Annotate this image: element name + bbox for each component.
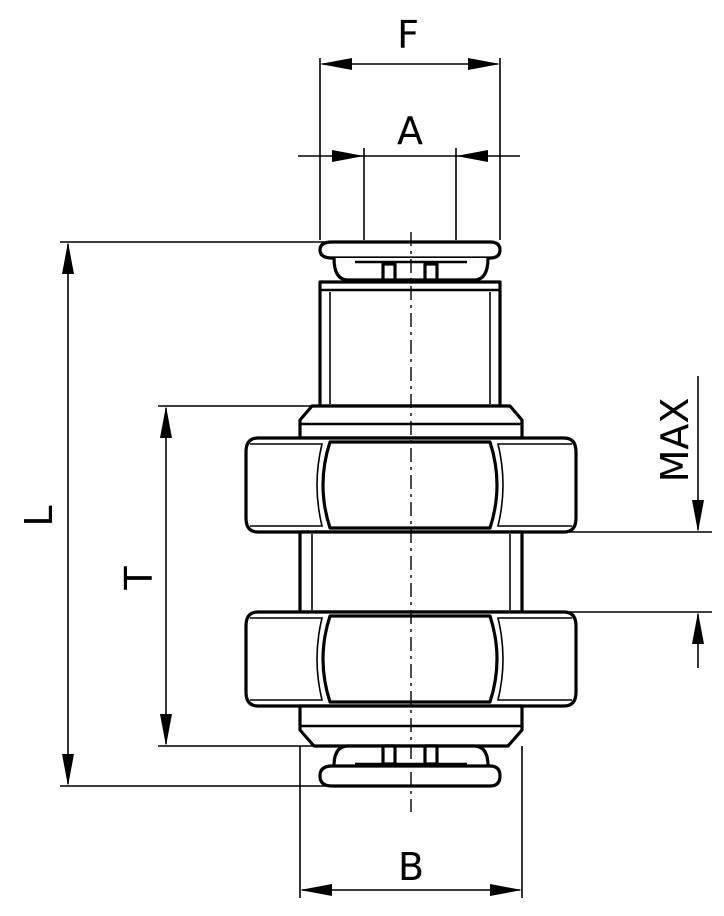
label-l: L [17, 505, 61, 526]
label-max: MAX [653, 398, 697, 483]
label-a: A [397, 109, 423, 153]
label-b: B [398, 845, 424, 889]
threaded-body [298, 530, 524, 614]
top-collet [318, 240, 502, 282]
dimension-b: B [299, 746, 523, 898]
upper-tube-body [318, 280, 502, 408]
dimension-l: L [17, 241, 332, 787]
dimension-a: A [298, 109, 520, 240]
bottom-collet [318, 744, 502, 788]
label-t: T [117, 566, 161, 591]
label-f: F [397, 13, 419, 57]
dimension-f: F [319, 13, 501, 240]
dimension-max: MAX [522, 376, 712, 668]
lower-hex-nut [244, 610, 578, 708]
dimension-t: T [117, 405, 314, 747]
